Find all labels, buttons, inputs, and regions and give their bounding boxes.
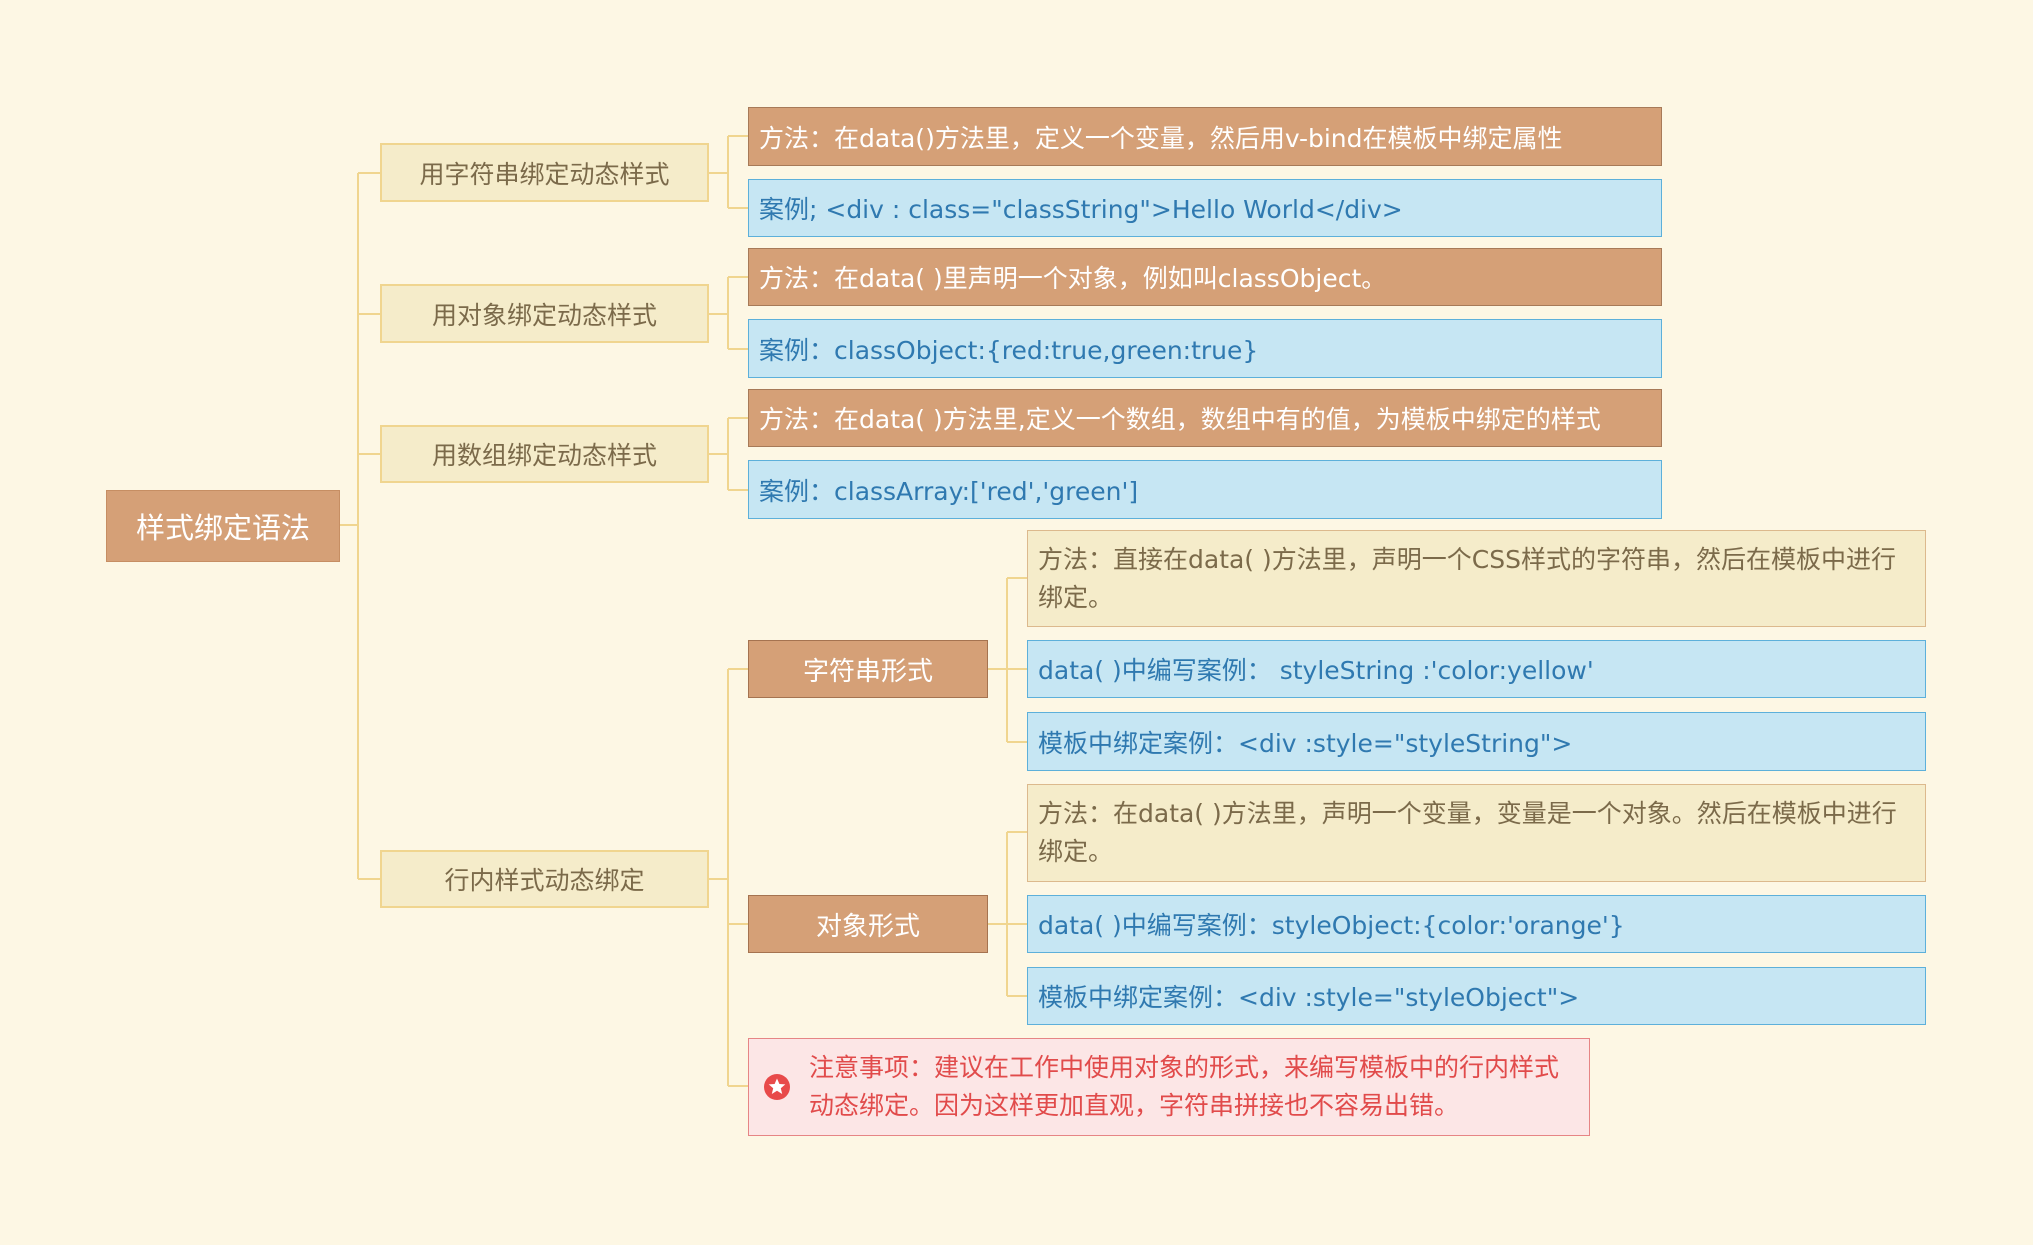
connector-array-children xyxy=(709,417,748,491)
object-form-method[interactable]: 方法：在data( )方法里，声明一个变量，变量是一个对象。然后在模板中进行绑定… xyxy=(1027,784,1926,882)
connector-root-trunk xyxy=(340,173,359,879)
topic-array-binding[interactable]: 用数组绑定动态样式 xyxy=(380,425,709,483)
topic-inline-binding[interactable]: 行内样式动态绑定 xyxy=(380,850,709,908)
string-binding-method[interactable]: 方法：在data()方法里，定义一个变量，然后用v-bind在模板中绑定属性 xyxy=(748,107,1662,166)
topic-string-binding[interactable]: 用字符串绑定动态样式 xyxy=(380,143,709,202)
connector-string-form-children xyxy=(988,577,1027,743)
sub-string-form[interactable]: 字符串形式 xyxy=(748,640,988,698)
note-callout[interactable]: 注意事项：建议在工作中使用对象的形式，来编写模板中的行内样式动态绑定。因为这样更… xyxy=(748,1038,1590,1136)
topic-object-binding[interactable]: 用对象绑定动态样式 xyxy=(380,284,709,343)
array-binding-method[interactable]: 方法：在data( )方法里,定义一个数组，数组中有的值，为模板中绑定的样式 xyxy=(748,389,1662,447)
object-form-data-example[interactable]: data( )中编写案例：styleObject:{color:'orange'… xyxy=(1027,895,1926,953)
sub-object-form[interactable]: 对象形式 xyxy=(748,895,988,953)
array-binding-example[interactable]: 案例：classArray:['red','green'] xyxy=(748,460,1662,519)
string-form-template-example[interactable]: 模板中绑定案例：<div :style="styleString"> xyxy=(1027,712,1926,771)
object-binding-example[interactable]: 案例：classObject:{red:true,green:true} xyxy=(748,319,1662,378)
connector-string-children xyxy=(709,135,748,209)
star-badge-icon xyxy=(764,1074,790,1100)
string-form-method[interactable]: 方法：直接在data( )方法里，声明一个CSS样式的字符串，然后在模板中进行绑… xyxy=(1027,530,1926,627)
object-form-template-example[interactable]: 模板中绑定案例：<div :style="styleObject"> xyxy=(1027,967,1926,1025)
connector-object-children xyxy=(709,276,748,350)
string-binding-example[interactable]: 案例; <div : class="classString">Hello Wor… xyxy=(748,179,1662,237)
note-text: 注意事项：建议在工作中使用对象的形式，来编写模板中的行内样式动态绑定。因为这样更… xyxy=(809,1053,1560,1120)
connector-object-form-children xyxy=(988,831,1027,997)
string-form-data-example[interactable]: data( )中编写案例： styleString :'color:yellow… xyxy=(1027,640,1926,698)
object-binding-method[interactable]: 方法：在data( )里声明一个对象，例如叫classObject。 xyxy=(748,248,1662,306)
connector-inline-children xyxy=(709,668,748,1087)
root-node[interactable]: 样式绑定语法 xyxy=(106,490,340,562)
